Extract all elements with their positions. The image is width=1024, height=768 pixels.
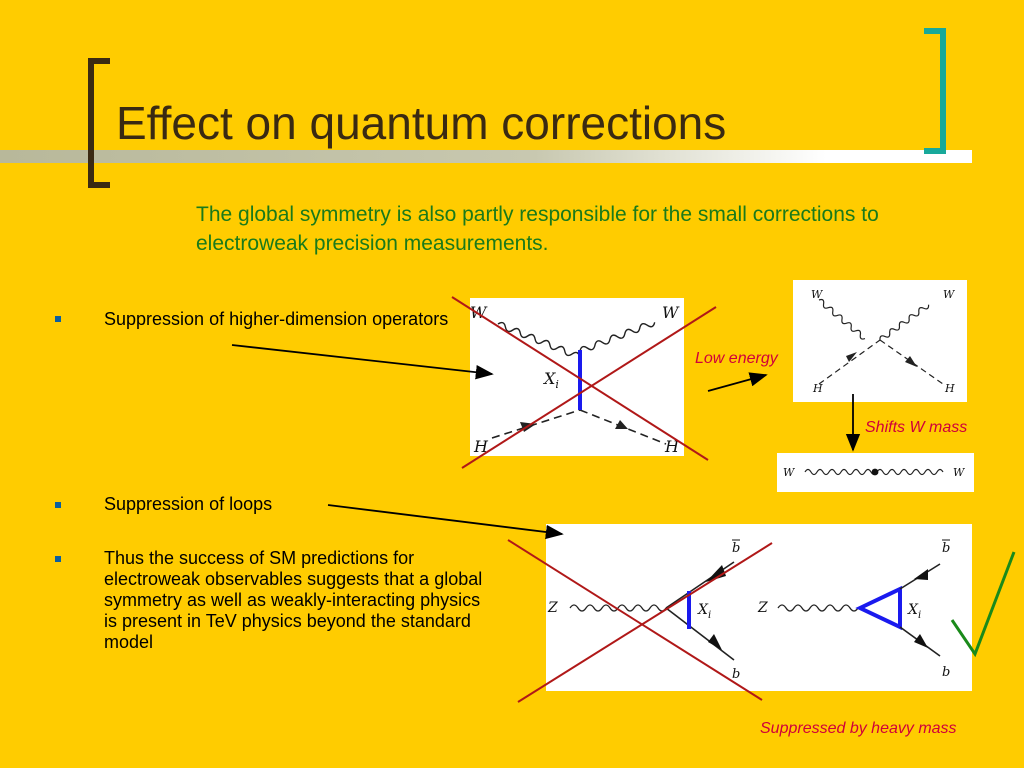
label-w-right: W [953,466,966,479]
cross-out-line [451,296,709,461]
label-h-right: H [944,382,955,395]
label-h-right: H [664,437,680,456]
label-w-right: W [943,288,956,301]
note-shifts-w-mass: Shifts W mass [865,419,968,436]
cross-out-line [461,306,717,469]
label-xi-left: Xi [697,602,711,621]
bullet-higher-dimension: Suppression of higher-dimension operator… [104,309,449,329]
label-b-right: b [942,665,950,680]
w-propagator-diagram: W W [777,453,974,492]
note-suppressed-heavy-mass: Suppressed by heavy mass [760,720,957,737]
bullet-success: Thus the success of SM predictions for e… [104,548,483,652]
label-w-left: W [783,466,796,479]
arrow-low-energy [707,372,768,392]
intro-text: The global symmetry is also partly respo… [196,203,879,255]
label-z-left: Z [547,600,558,616]
contact-vertex-diagram: W W H H [793,280,967,402]
page-title: Effect on quantum corrections [116,97,727,149]
arrow-to-heavy-exchange [231,344,494,380]
label-w-right: W [662,303,680,322]
label-bbar-left: b [732,541,740,556]
label-h-left: H [812,382,823,395]
arrow-to-loops [327,504,564,540]
left-bracket-decoration [88,58,110,188]
label-z-right: Z [757,600,768,616]
bullet-marker [55,502,61,508]
check-mark-icon [950,551,1016,658]
title-underline-bar [0,150,972,163]
cross-out-line [507,539,763,701]
label-xi-right: Xi [907,602,921,621]
label-h-left: H [473,437,489,456]
label-w-left: W [811,288,824,301]
bullet-marker [55,556,61,562]
bullet-marker [55,316,61,322]
label-bbar-right: b [942,541,950,556]
cross-out-line [517,542,773,703]
label-b-left: b [732,667,740,682]
bullet-loops: Suppression of loops [104,494,273,514]
label-xi: Xi [542,369,559,391]
right-bracket-decoration [924,28,946,154]
note-low-energy: Low energy [695,350,778,367]
